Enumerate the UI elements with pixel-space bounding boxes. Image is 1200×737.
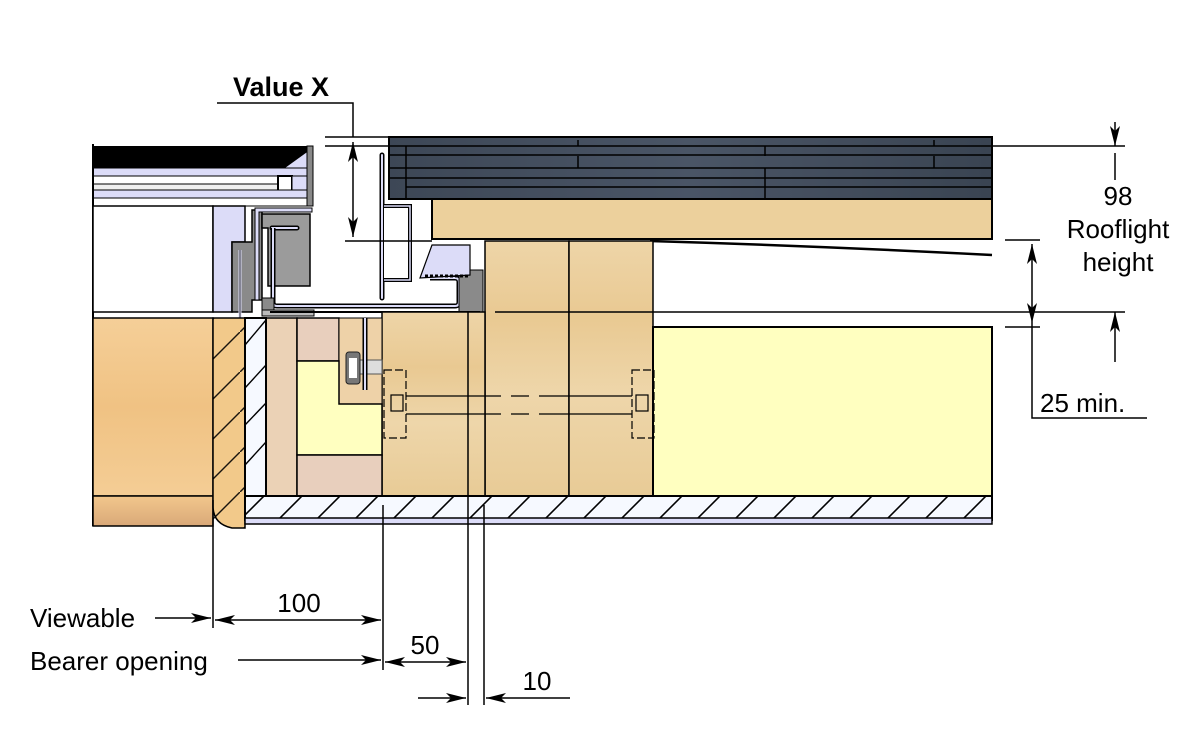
timber-batten [431, 198, 993, 240]
dimension-10: 10 [523, 666, 552, 696]
timber-kerb-upstand [381, 240, 654, 497]
roof-membrane-line [649, 239, 993, 257]
rooflight-glazing-unit [92, 144, 314, 526]
roof-tiles-slate [388, 136, 993, 200]
bearer-opening-label: Bearer opening [30, 646, 208, 676]
dimension-50: 50 [411, 630, 440, 660]
rooflight-height-label-2: height [1083, 247, 1155, 277]
viewable-label: Viewable [30, 603, 135, 633]
fixing-screw-hidden [383, 369, 655, 439]
fixing-bolt [345, 318, 383, 390]
upstand-drip-profile [379, 152, 471, 301]
plasterboard-ceiling [244, 495, 993, 525]
rooflight-height-label-1: Rooflight [1067, 214, 1170, 244]
internal-packers [265, 317, 383, 497]
dimension-lines [155, 102, 1147, 705]
aluminium-upstand-profile [254, 207, 484, 317]
rooflight-height-value: 98 [1104, 181, 1133, 211]
value-x-label: Value X [233, 72, 329, 102]
upstand-min-label: 25 min. [1040, 388, 1125, 418]
dimension-100: 100 [277, 588, 320, 618]
rooflight-frame-profile [92, 205, 263, 330]
insulation-block [652, 326, 993, 497]
internal-lining-timber [92, 317, 267, 529]
